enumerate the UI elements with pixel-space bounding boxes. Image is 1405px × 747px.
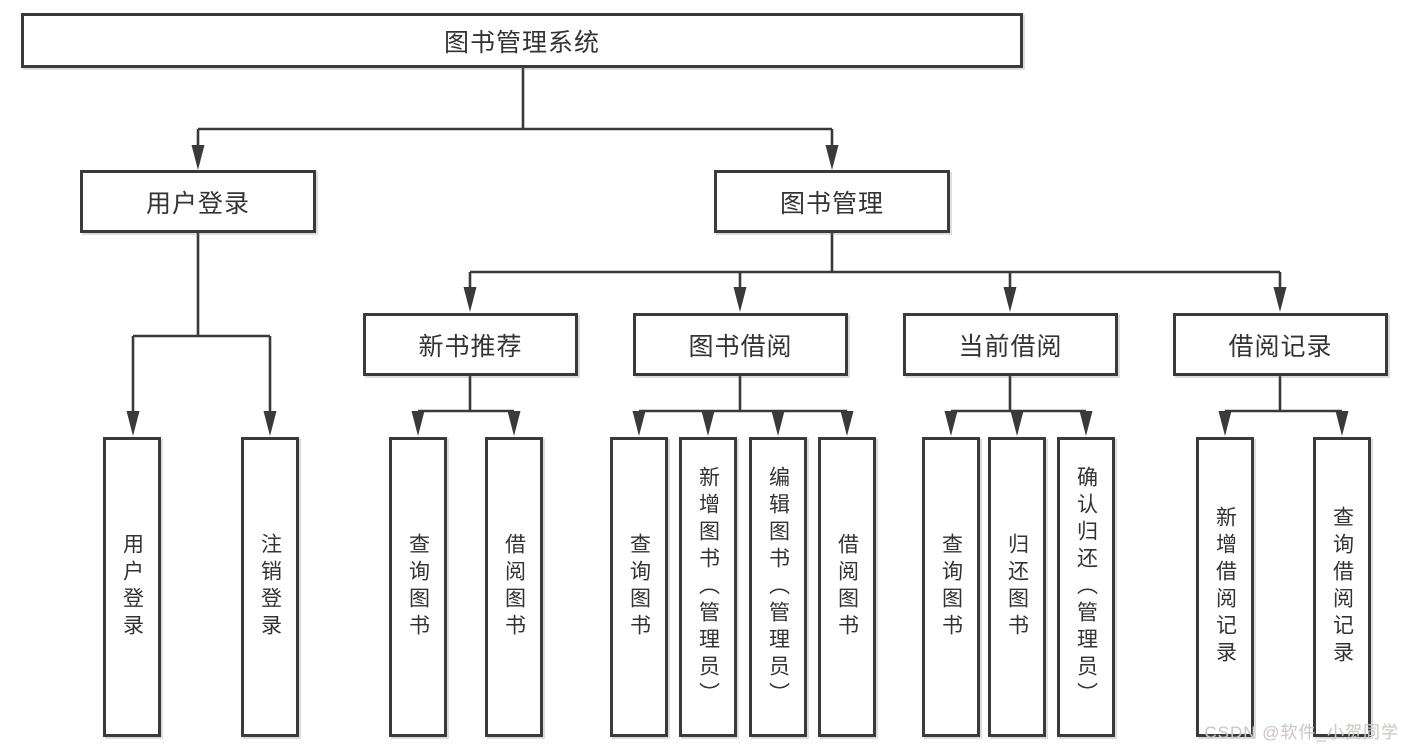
leaf-return-books: 归还图书 — [988, 437, 1046, 737]
leaf-label: 查询图书 — [406, 533, 430, 641]
arrowhead — [632, 411, 646, 436]
csdn-watermark: CSDN @软件_小贺同学 — [1204, 723, 1399, 742]
arrowhead — [825, 145, 839, 170]
arrowhead — [1218, 411, 1232, 436]
connector-root-to-level2 — [191, 68, 839, 170]
leaf-label: 借阅图书 — [835, 533, 859, 641]
arrowhead — [701, 411, 715, 436]
arrowhead — [507, 411, 521, 436]
leaf-confirm-return-admin: 确认归还（管理员） — [1057, 437, 1115, 737]
leaf-query-books-borrow: 查询图书 — [610, 437, 668, 737]
leaf-add-books-admin: 新增图书（管理员） — [679, 437, 737, 737]
connector-userlogin-to-leaves — [126, 233, 277, 436]
arrowhead — [1335, 411, 1349, 436]
leaf-label: 确认归还（管理员） — [1074, 465, 1098, 709]
connector-borrow-to-leaves — [632, 376, 854, 436]
leaf-label: 编辑图书（管理员） — [766, 465, 790, 709]
arrowhead — [263, 411, 277, 436]
connector-bookmgmt-to-level3 — [463, 233, 1287, 312]
arrowhead — [840, 411, 854, 436]
arrowhead — [1079, 411, 1093, 436]
arrowhead — [1273, 287, 1287, 312]
arrowhead — [126, 411, 140, 436]
leaf-label: 借阅图书 — [502, 533, 526, 641]
node-borrow-records: 借阅记录 — [1173, 313, 1388, 376]
connector-records-to-leaves — [1218, 376, 1349, 436]
node-book-borrow: 图书借阅 — [633, 313, 848, 376]
arrowhead — [411, 411, 425, 436]
connector-newbooks-to-leaves — [411, 376, 521, 436]
leaf-add-borrow-record: 新增借阅记录 — [1196, 437, 1254, 737]
leaf-edit-books-admin: 编辑图书（管理员） — [749, 437, 807, 737]
node-book-management: 图书管理 — [714, 170, 950, 233]
leaf-label: 归还图书 — [1005, 533, 1029, 641]
node-new-book-recommend: 新书推荐 — [363, 313, 578, 376]
leaf-label: 新增图书（管理员） — [696, 465, 720, 709]
arrowhead — [1003, 287, 1017, 312]
arrowhead — [733, 287, 747, 312]
node-current-borrow: 当前借阅 — [903, 313, 1118, 376]
leaf-logout: 注销登录 — [241, 437, 299, 737]
leaf-label: 注销登录 — [258, 533, 282, 641]
node-system-root: 图书管理系统 — [21, 13, 1023, 68]
leaf-label: 新增借阅记录 — [1213, 506, 1237, 668]
leaf-label: 查询借阅记录 — [1330, 506, 1354, 668]
leaf-borrow-books-recommend: 借阅图书 — [485, 437, 543, 737]
leaf-label: 查询图书 — [939, 533, 963, 641]
arrowhead — [1010, 411, 1024, 436]
connector-current-to-leaves — [944, 376, 1093, 436]
arrowhead — [463, 287, 477, 312]
leaf-query-books-current: 查询图书 — [922, 437, 980, 737]
leaf-label: 查询图书 — [627, 533, 651, 641]
leaf-query-books-recommend: 查询图书 — [389, 437, 447, 737]
arrowhead — [944, 411, 958, 436]
node-user-login: 用户登录 — [80, 170, 316, 233]
leaf-borrow-books: 借阅图书 — [818, 437, 876, 737]
leaf-query-borrow-record: 查询借阅记录 — [1313, 437, 1371, 737]
leaf-label: 用户登录 — [120, 533, 144, 641]
arrowhead — [191, 145, 205, 170]
arrowhead — [771, 411, 785, 436]
leaf-user-login: 用户登录 — [103, 437, 161, 737]
